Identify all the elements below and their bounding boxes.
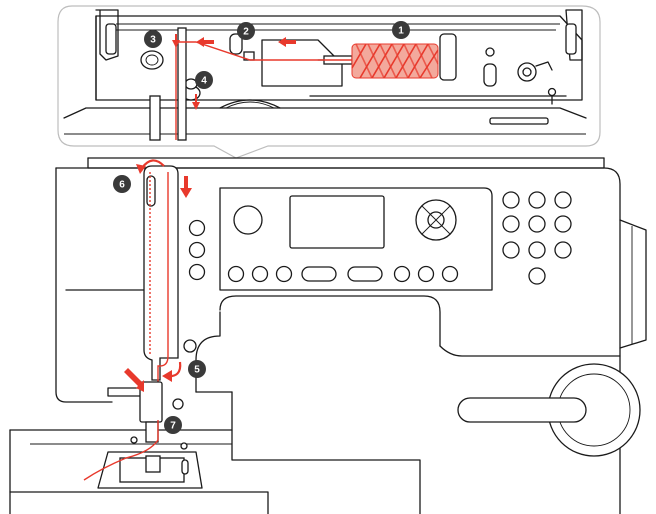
panel-button-3[interactable]: [275, 265, 293, 283]
thread-spool: [351, 43, 439, 79]
panel-button-2[interactable]: [251, 265, 269, 283]
arrow-step-2-icon: [196, 37, 214, 47]
step-number-2: 2: [243, 27, 249, 38]
inset-border: [57, 5, 601, 159]
thread-path-bottom: [83, 420, 159, 481]
left-button-1[interactable]: [188, 219, 206, 237]
top-view-inset: [57, 5, 601, 159]
panel-button-7[interactable]: [417, 265, 435, 283]
step-number-7: 7: [170, 421, 176, 432]
main-arrows: [124, 159, 192, 392]
arrow-presser-icon: [124, 368, 144, 392]
panel-button-6[interactable]: [393, 265, 411, 283]
nav-pad[interactable]: [415, 199, 457, 241]
speed-dial[interactable]: [233, 205, 263, 235]
panel-button-8[interactable]: [441, 265, 459, 283]
step-badge-6: 6: [113, 175, 131, 193]
step-number-1: 1: [398, 26, 404, 37]
step-badge-1: 1: [392, 21, 410, 39]
step-badge-3: 3: [144, 30, 162, 48]
step-number-6: 6: [119, 180, 125, 191]
left-button-3[interactable]: [188, 263, 206, 281]
panel-button-5[interactable]: [347, 266, 383, 282]
step-number-5: 5: [194, 365, 200, 376]
step-number-4: 4: [201, 76, 207, 87]
step-badge-7: 7: [164, 416, 182, 434]
lcd-screen: [289, 195, 385, 249]
step-number-3: 3: [150, 35, 156, 46]
arrow-step-4-icon: [192, 94, 200, 110]
left-button-2[interactable]: [188, 241, 206, 259]
arrow-step-1-icon: [278, 37, 296, 47]
panel-button-4[interactable]: [301, 266, 337, 282]
step-badge-2: 2: [237, 22, 255, 40]
arrow-down-icon: [180, 176, 192, 198]
step-badge-4: 4: [195, 71, 213, 89]
keypad[interactable]: [502, 191, 572, 285]
arrow-step-3-icon: [172, 34, 180, 48]
machine-front: [9, 157, 647, 514]
step-badge-5: 5: [188, 360, 206, 378]
panel-button-1[interactable]: [227, 265, 245, 283]
